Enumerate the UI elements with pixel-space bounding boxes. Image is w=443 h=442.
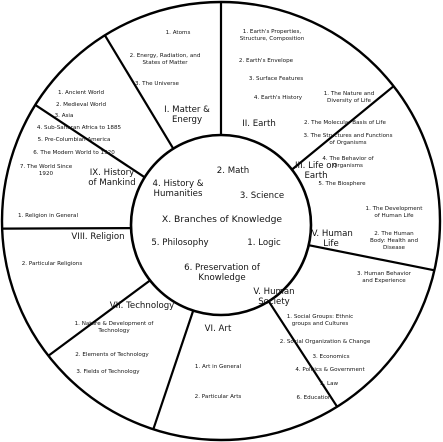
section-2-title: II. Earth (242, 119, 276, 129)
section-2-item-1: 1. Earth's Properties,Structure, Composi… (240, 29, 305, 42)
section-9-item-4: 4. Sub-Saharan Africa to 1885 (37, 125, 122, 131)
center-item-4: 5. Philosophy (151, 238, 208, 248)
divider-technology-religion (2, 227, 132, 230)
section-5-item-2: 2. Social Organization & Change (280, 339, 371, 345)
section-3-item-2: 2. The Molecular Basis of Life (304, 120, 386, 126)
section-5-item-4: 4. Politics & Government (295, 367, 365, 373)
divider-history-matter (103, 34, 175, 150)
section-8-item-1: 1. Religion in General (18, 213, 79, 219)
center-title: X. Branches of Knowledge (162, 214, 283, 225)
section-1-title: I. Matter &Energy (164, 105, 210, 125)
divider-life-humanlife (308, 244, 435, 272)
section-5-item-5: 5. Law (320, 381, 339, 387)
section-6-item-2: 2. Particular Arts (195, 394, 242, 400)
section-5-item-6: 6. Education (297, 395, 332, 401)
segment-labels: I. Matter &Energy 1. Atoms 2. Energy, Radi… (18, 29, 423, 401)
section-3-item-5: 5. The Biosphere (318, 181, 366, 187)
section-2-item-2: 2. Earth's Envelope (239, 58, 294, 64)
section-2-item-4: 4. Earth's History (254, 95, 303, 101)
section-9-item-5: 5. Pre-Columbian America (38, 137, 111, 143)
center-item-5: 1. Logic (247, 238, 281, 248)
section-7-item-2: 2. Elements of Technology (75, 352, 149, 358)
divider-society-art (152, 310, 195, 430)
section-7-item-3: 3. Fields of Technology (76, 369, 140, 375)
section-8-title: VIII. Religion (71, 232, 124, 242)
section-5-item-3: 3. Economics (312, 354, 349, 360)
center-item-1: 2. Math (217, 166, 249, 176)
section-9-item-3: 3. Asia (55, 113, 74, 119)
section-1-item-1: 1. Atoms (166, 30, 191, 36)
section-8-item-2: 2. Particular Religions (22, 261, 83, 267)
center-item-2: 4. History &Humanities (153, 179, 204, 199)
divider-art-technology (47, 279, 151, 357)
divider-religion-history (34, 103, 146, 179)
section-9-item-2: 2. Medieval World (56, 102, 106, 108)
section-6-item-1: 1. Art in General (195, 364, 242, 370)
section-7-title: VII. Technology (110, 301, 175, 311)
section-2-item-3: 3. Surface Features (249, 76, 303, 82)
section-6-title: VI. Art (205, 324, 232, 334)
segment-dividers (2, 2, 435, 430)
section-9-item-6: 6. The Modern World to 1920 (33, 150, 115, 156)
section-1-item-3: 3. The Universe (135, 81, 179, 87)
section-9-item-1: 1. Ancient World (58, 90, 105, 96)
center-item-3: 3. Science (240, 191, 284, 201)
center-circle (129, 133, 313, 317)
divider-earth-life (291, 85, 395, 171)
divider-humanlife-society (267, 300, 339, 408)
